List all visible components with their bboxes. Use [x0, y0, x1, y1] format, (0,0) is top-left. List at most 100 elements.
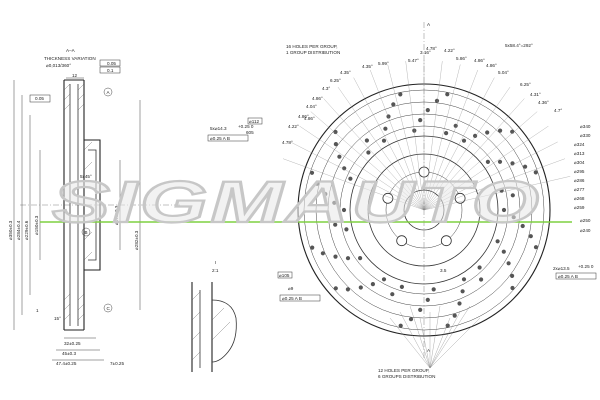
tolerance-frame-1-value: 0.05 — [107, 61, 116, 66]
bottom-fcf-text: ⌀0.25 A B — [282, 296, 302, 301]
angle-label-11: 4.35° — [340, 70, 351, 75]
datum-b: B — [85, 230, 88, 235]
holes-bottom-note-2: 6 GROUPS DISTRIBUTION — [378, 374, 435, 379]
bottom-fcf — [279, 294, 321, 302]
dim-3-5: 3.5 — [440, 268, 447, 273]
drilled-hole — [399, 284, 404, 289]
radial-dim-259: ⌀259 — [574, 205, 585, 210]
angle-label-9: 4.35° — [362, 64, 373, 69]
angle-leaders-top — [282, 60, 571, 211]
drilled-hole — [345, 256, 351, 261]
drilled-hole — [381, 277, 387, 282]
drilled-hole — [485, 130, 490, 135]
datum-c: C — [107, 306, 111, 311]
drilled-hole — [333, 222, 338, 227]
drilled-hole — [358, 256, 363, 261]
bolt-hole — [396, 235, 408, 247]
drilled-hole — [452, 313, 457, 318]
hole-leaders-bottom — [389, 305, 481, 369]
hole-leader — [429, 311, 461, 369]
small-holes-note: 2x⌀13.5 — [553, 266, 570, 271]
pos-605: 605 — [246, 130, 254, 135]
angle-label-5: 4.86° — [474, 58, 485, 63]
drilled-hole — [341, 207, 347, 213]
angle-leader — [423, 125, 549, 211]
datum-b-marker — [81, 227, 91, 237]
bolt-holes-tol: +0.25 0 — [238, 124, 254, 129]
drilled-hole — [366, 150, 371, 155]
dim-d170: ⌀170±0.3 — [114, 205, 119, 225]
drilled-hole — [510, 129, 515, 134]
angle-leader — [387, 64, 425, 211]
drilled-hole — [533, 170, 538, 175]
bolt-pattern: 5x58.4°=292° — [505, 43, 533, 48]
angle-leader — [323, 98, 425, 211]
angle-leader — [423, 111, 538, 211]
radial-dim-250: ⌀250 — [580, 218, 591, 223]
drilled-hole — [498, 128, 503, 133]
angle-label-6: 4.86° — [486, 63, 497, 68]
tolerance-frame-1 — [99, 59, 121, 67]
drilled-hole — [457, 301, 462, 306]
drilled-hole — [333, 254, 338, 259]
detail-label: I — [215, 260, 216, 265]
angle-label-14: 4.86° — [312, 96, 323, 101]
drilled-hole — [333, 129, 338, 135]
angle-label-3: 4.22° — [444, 48, 455, 53]
drilled-hole — [501, 249, 506, 254]
drilled-hole — [523, 164, 528, 169]
dim-7: 7±0.25 — [110, 361, 124, 366]
drilled-hole — [510, 285, 515, 291]
dim-d282: ⌀282±0.3 — [134, 230, 139, 250]
hole-leader — [419, 317, 431, 369]
dim-d350: ⌀350±0.3 — [8, 220, 13, 240]
drilled-hole — [501, 207, 507, 213]
drilled-hole — [479, 277, 484, 282]
angle-label-13: 4.3° — [322, 86, 330, 91]
angle-label-16: 4.86° — [298, 114, 309, 119]
drilled-hole — [370, 282, 375, 287]
tolerance-frame-2 — [99, 66, 121, 74]
ref-a-bottom: A — [427, 348, 431, 353]
drilled-hole — [444, 131, 449, 136]
radial-dim-330: ⌀330 — [580, 133, 591, 138]
front-view: 16 HOLES PER GROUP, 1 GROUP DISTRIBUTION… — [207, 22, 597, 379]
angle-leader — [423, 158, 566, 211]
hole-leader — [429, 317, 481, 369]
radial-dim-268: ⌀268 — [574, 196, 585, 201]
ref-a-top: A — [427, 22, 431, 27]
drilled-hole — [425, 297, 430, 302]
angle-label-1: 3.16° — [420, 50, 431, 55]
angle-label-21: 4.36° — [538, 100, 549, 105]
dim-45: 45±0.3 — [62, 351, 76, 356]
dim-112-box — [247, 117, 263, 125]
angle-label-19: 6.25° — [520, 82, 531, 87]
datum-c-marker — [103, 303, 113, 313]
drilled-hole — [461, 277, 467, 282]
radial-dim-295: ⌀295 — [574, 169, 585, 174]
radial-dim-286: ⌀286 — [574, 178, 585, 183]
section-hatching — [63, 83, 93, 321]
dim-1: 1 — [36, 308, 39, 313]
drilled-hole — [510, 193, 515, 198]
drilled-hole — [348, 176, 353, 181]
angle-label-20: 4.31° — [530, 92, 541, 97]
drilled-hole — [408, 317, 414, 322]
drilled-hole — [445, 92, 450, 97]
hat-inner — [88, 149, 97, 261]
bolt-fcf — [207, 134, 249, 142]
brand-watermark-fill: SIGMAUTO — [52, 170, 542, 235]
angle-leader — [370, 69, 425, 211]
drilled-hole — [485, 159, 490, 164]
angle-label-7: 5.04° — [498, 70, 509, 75]
angle-leader — [423, 77, 495, 211]
dim-112: ⌀112 — [249, 119, 260, 124]
drilled-hole — [320, 251, 325, 256]
dim-d229: ⌀229±0.6 — [24, 220, 29, 240]
radial-dim-277: ⌀277 — [574, 187, 585, 192]
drilled-hole — [310, 245, 315, 250]
radial-dim-240: ⌀240 — [580, 228, 591, 233]
drilled-hole — [358, 285, 363, 290]
radial-dim-340: ⌀340 — [580, 124, 591, 129]
drilled-hole — [418, 307, 423, 312]
